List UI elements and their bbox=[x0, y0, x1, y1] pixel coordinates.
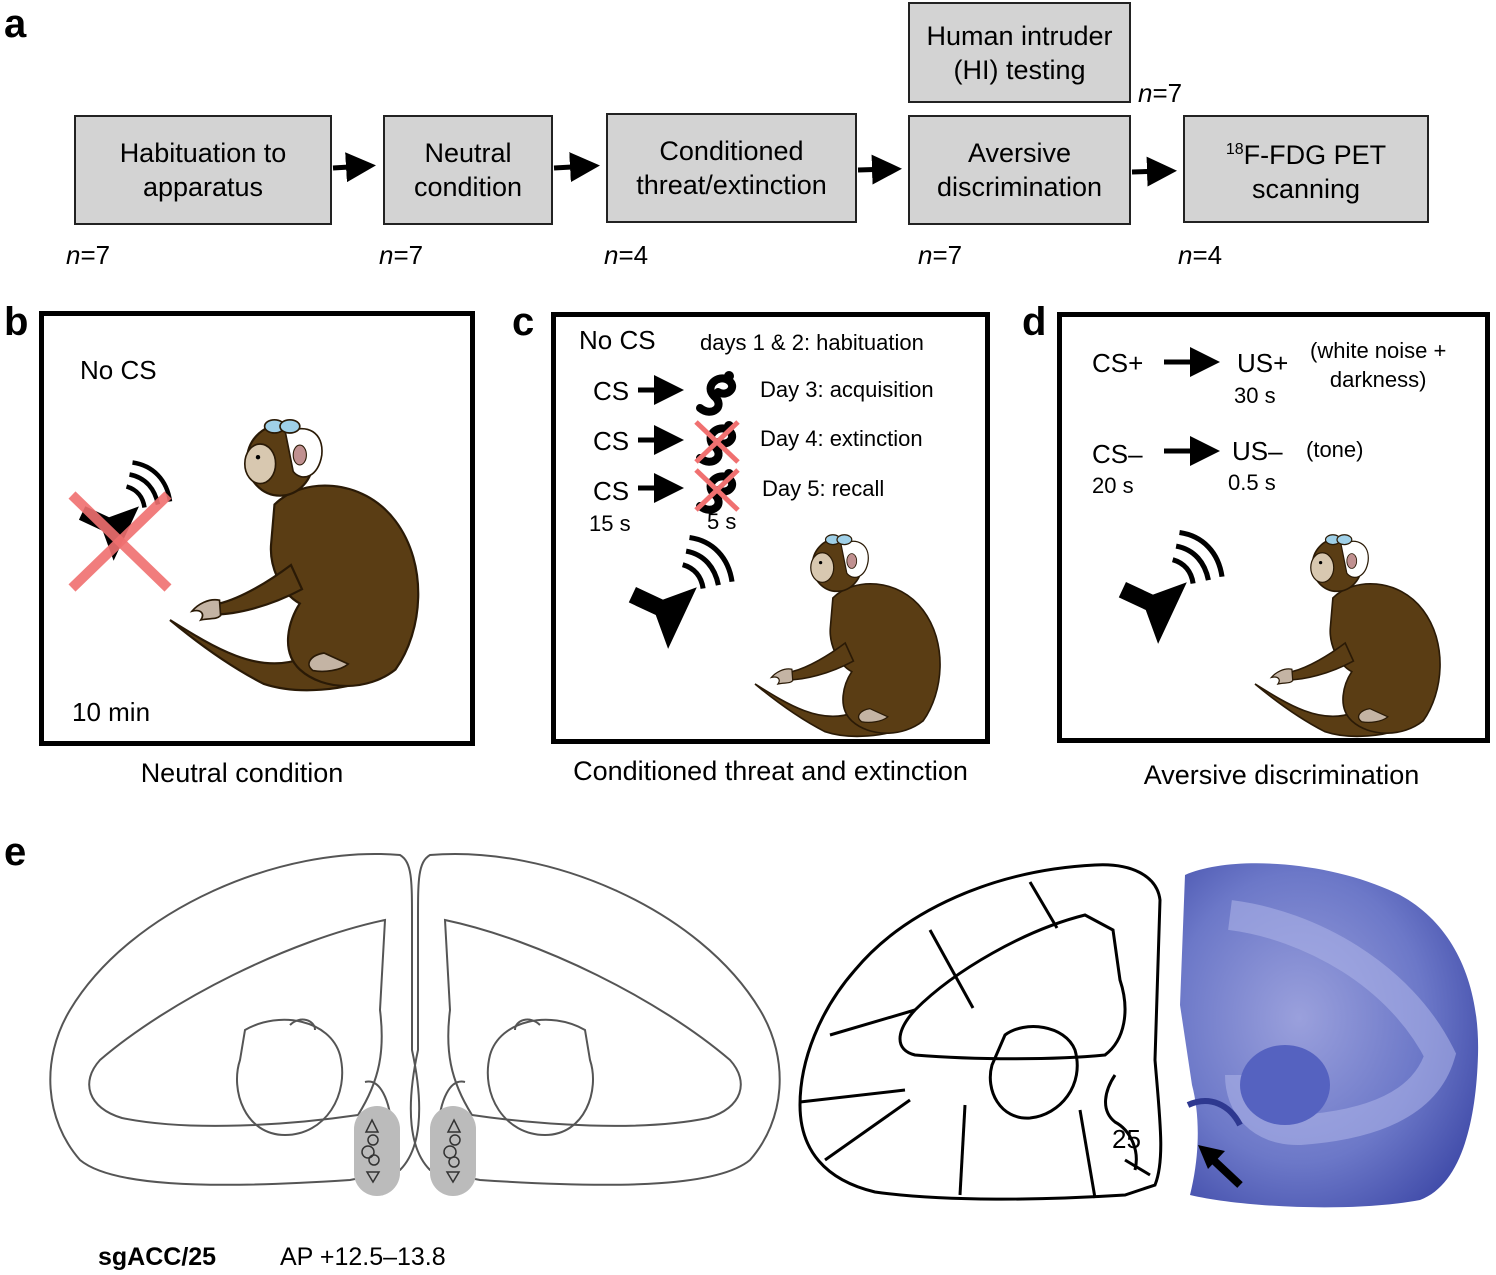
marmoset-illustration-d bbox=[1254, 533, 1441, 738]
panel-d-cs-minus: CS– bbox=[1092, 439, 1143, 469]
panel-label-b: b bbox=[4, 300, 29, 344]
arrow-icon bbox=[1198, 1145, 1243, 1188]
n-label-conditioned: n=4 bbox=[604, 240, 649, 270]
speaker-icon-d bbox=[1110, 565, 1230, 665]
neutral-box: Neutral condition bbox=[383, 115, 553, 225]
injection-site-right bbox=[430, 1106, 476, 1196]
panel-c-row-recall: Day 5: recall bbox=[762, 476, 885, 501]
habituation-text: Habituation to apparatus bbox=[119, 138, 287, 202]
n-label-habituation: n=7 bbox=[66, 240, 111, 270]
habituation-box: Habituation to apparatus bbox=[74, 115, 332, 225]
flow-arrow-1 bbox=[332, 152, 376, 183]
pet-isotope-sup: 18 bbox=[1225, 140, 1244, 158]
flow-arrow-4 bbox=[1131, 156, 1177, 187]
panel-c-arrows-and-snakes bbox=[638, 360, 740, 520]
panel-label-d: d bbox=[1022, 300, 1047, 344]
conditioned-box: Conditioned threat/extinction bbox=[606, 113, 857, 223]
pet-text: 18F-FDG PET scanning bbox=[1225, 139, 1387, 204]
aversive-box: Aversive discrimination bbox=[908, 115, 1131, 225]
panel-b-caption: Neutral condition bbox=[140, 758, 344, 788]
neutral-text: Neutral condition bbox=[413, 138, 523, 202]
panel-c-row-extinction: Day 4: extinction bbox=[760, 426, 923, 451]
panel-label-c: c bbox=[512, 300, 535, 344]
ap-coordinate-label: AP +12.5–13.8 bbox=[280, 1243, 446, 1271]
panel-c-row-acquisition: Day 3: acquisition bbox=[760, 377, 934, 402]
panel-c-caption: Conditioned threat and extinction bbox=[573, 756, 968, 786]
hi-testing-text: Human intruder (HI) testing bbox=[926, 20, 1113, 85]
cortical-area-schematic bbox=[798, 863, 1163, 1201]
panel-d-arrows bbox=[1164, 347, 1220, 466]
muted-speaker-icon bbox=[60, 460, 200, 592]
panel-d-cs-plus: CS+ bbox=[1092, 348, 1144, 378]
marmoset-illustration-c bbox=[754, 533, 941, 738]
panel-label-a: a bbox=[4, 2, 27, 46]
panel-d-cs-minus-dur: 20 s bbox=[1092, 473, 1134, 498]
n-label-neutral: n=7 bbox=[379, 240, 424, 270]
panel-d-caption: Aversive discrimination bbox=[1143, 760, 1420, 790]
panel-c-cs-3: CS bbox=[593, 476, 630, 506]
panel-d-us-minus-dur: 0.5 s bbox=[1228, 470, 1276, 495]
flow-arrows bbox=[332, 152, 1177, 187]
panel-c-cs-1: CS bbox=[593, 376, 630, 406]
panel-b-duration: 10 min bbox=[72, 697, 151, 727]
snake-icon-extinction bbox=[694, 421, 740, 462]
panel-c-cs-duration: 15 s bbox=[589, 511, 631, 536]
region-label: sgACC/25 bbox=[98, 1243, 217, 1271]
area-25-label: 25 bbox=[1112, 1124, 1141, 1154]
coronal-schematic-bilateral bbox=[49, 853, 781, 1196]
snake-icon-recall bbox=[694, 469, 740, 510]
flow-arrow-3 bbox=[857, 154, 902, 185]
snake-icon-acquisition bbox=[700, 371, 734, 412]
flow-arrow-2 bbox=[553, 152, 600, 183]
injection-site-left bbox=[354, 1106, 400, 1196]
hi-testing-box: Human intruder (HI) testing bbox=[908, 2, 1131, 103]
hi-n-label: n=7 bbox=[1138, 78, 1183, 108]
panel-label-e: e bbox=[4, 830, 27, 874]
panel-d-us-minus-desc: (tone) bbox=[1306, 437, 1364, 462]
panel-c-row-habituation: days 1 & 2: habituation bbox=[700, 330, 924, 355]
panel-b-no-cs: No CS bbox=[80, 355, 157, 385]
conditioned-text: Conditioned threat/extinction bbox=[636, 136, 827, 200]
pet-box: 18F-FDG PET scanning bbox=[1183, 115, 1429, 223]
panel-c-cs-2: CS bbox=[593, 426, 630, 456]
speaker-icon-c bbox=[620, 570, 740, 670]
nissl-section-image bbox=[1180, 863, 1479, 1208]
marmoset-illustration-b bbox=[168, 418, 420, 692]
n-label-pet: n=4 bbox=[1178, 240, 1223, 270]
panel-d-us-plus: US+ bbox=[1237, 348, 1289, 378]
aversive-text: Aversive discrimination bbox=[936, 138, 1103, 202]
panel-d-us-plus-dur: 30 s bbox=[1234, 383, 1276, 408]
panel-c-no-cs: No CS bbox=[579, 325, 656, 355]
panel-d-us-plus-desc: (white noise + darkness) bbox=[1310, 338, 1447, 392]
panel-d-us-minus: US– bbox=[1232, 436, 1283, 466]
n-label-aversive: n=7 bbox=[918, 240, 963, 270]
